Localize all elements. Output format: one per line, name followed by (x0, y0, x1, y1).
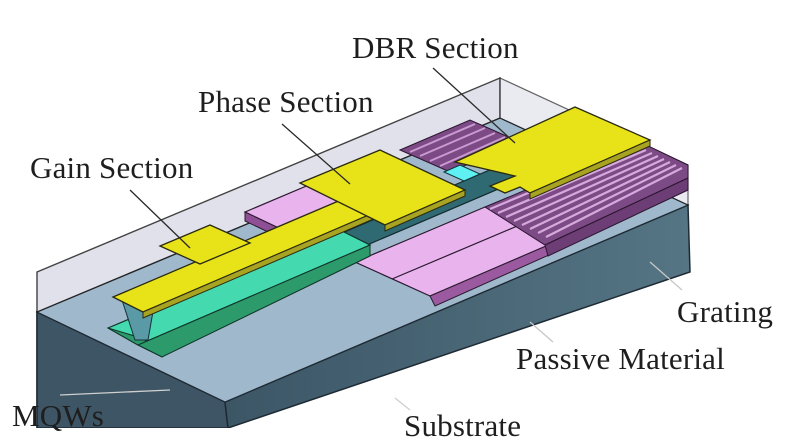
grating (398, 119, 689, 257)
label-phase-section: Phase Section (198, 84, 374, 119)
label-dbr-section: DBR Section (352, 30, 519, 65)
leader-lines (59, 67, 683, 411)
dbr-electrode (453, 106, 652, 200)
label-substrate: Substrate (404, 408, 522, 443)
mqw-layers (106, 229, 372, 358)
phase-electrode (298, 149, 467, 232)
label-grating: Grating (677, 294, 774, 329)
device-schematic-svg (35, 67, 691, 428)
label-gain-section: Gain Section (30, 150, 194, 185)
gain-electrode (111, 193, 387, 319)
label-passive-material: Passive Material (516, 341, 725, 376)
label-mqws: MQWs (12, 398, 105, 433)
dbr-laser-diagram: DBR Section Phase Section Gain Section G… (12, 30, 774, 441)
